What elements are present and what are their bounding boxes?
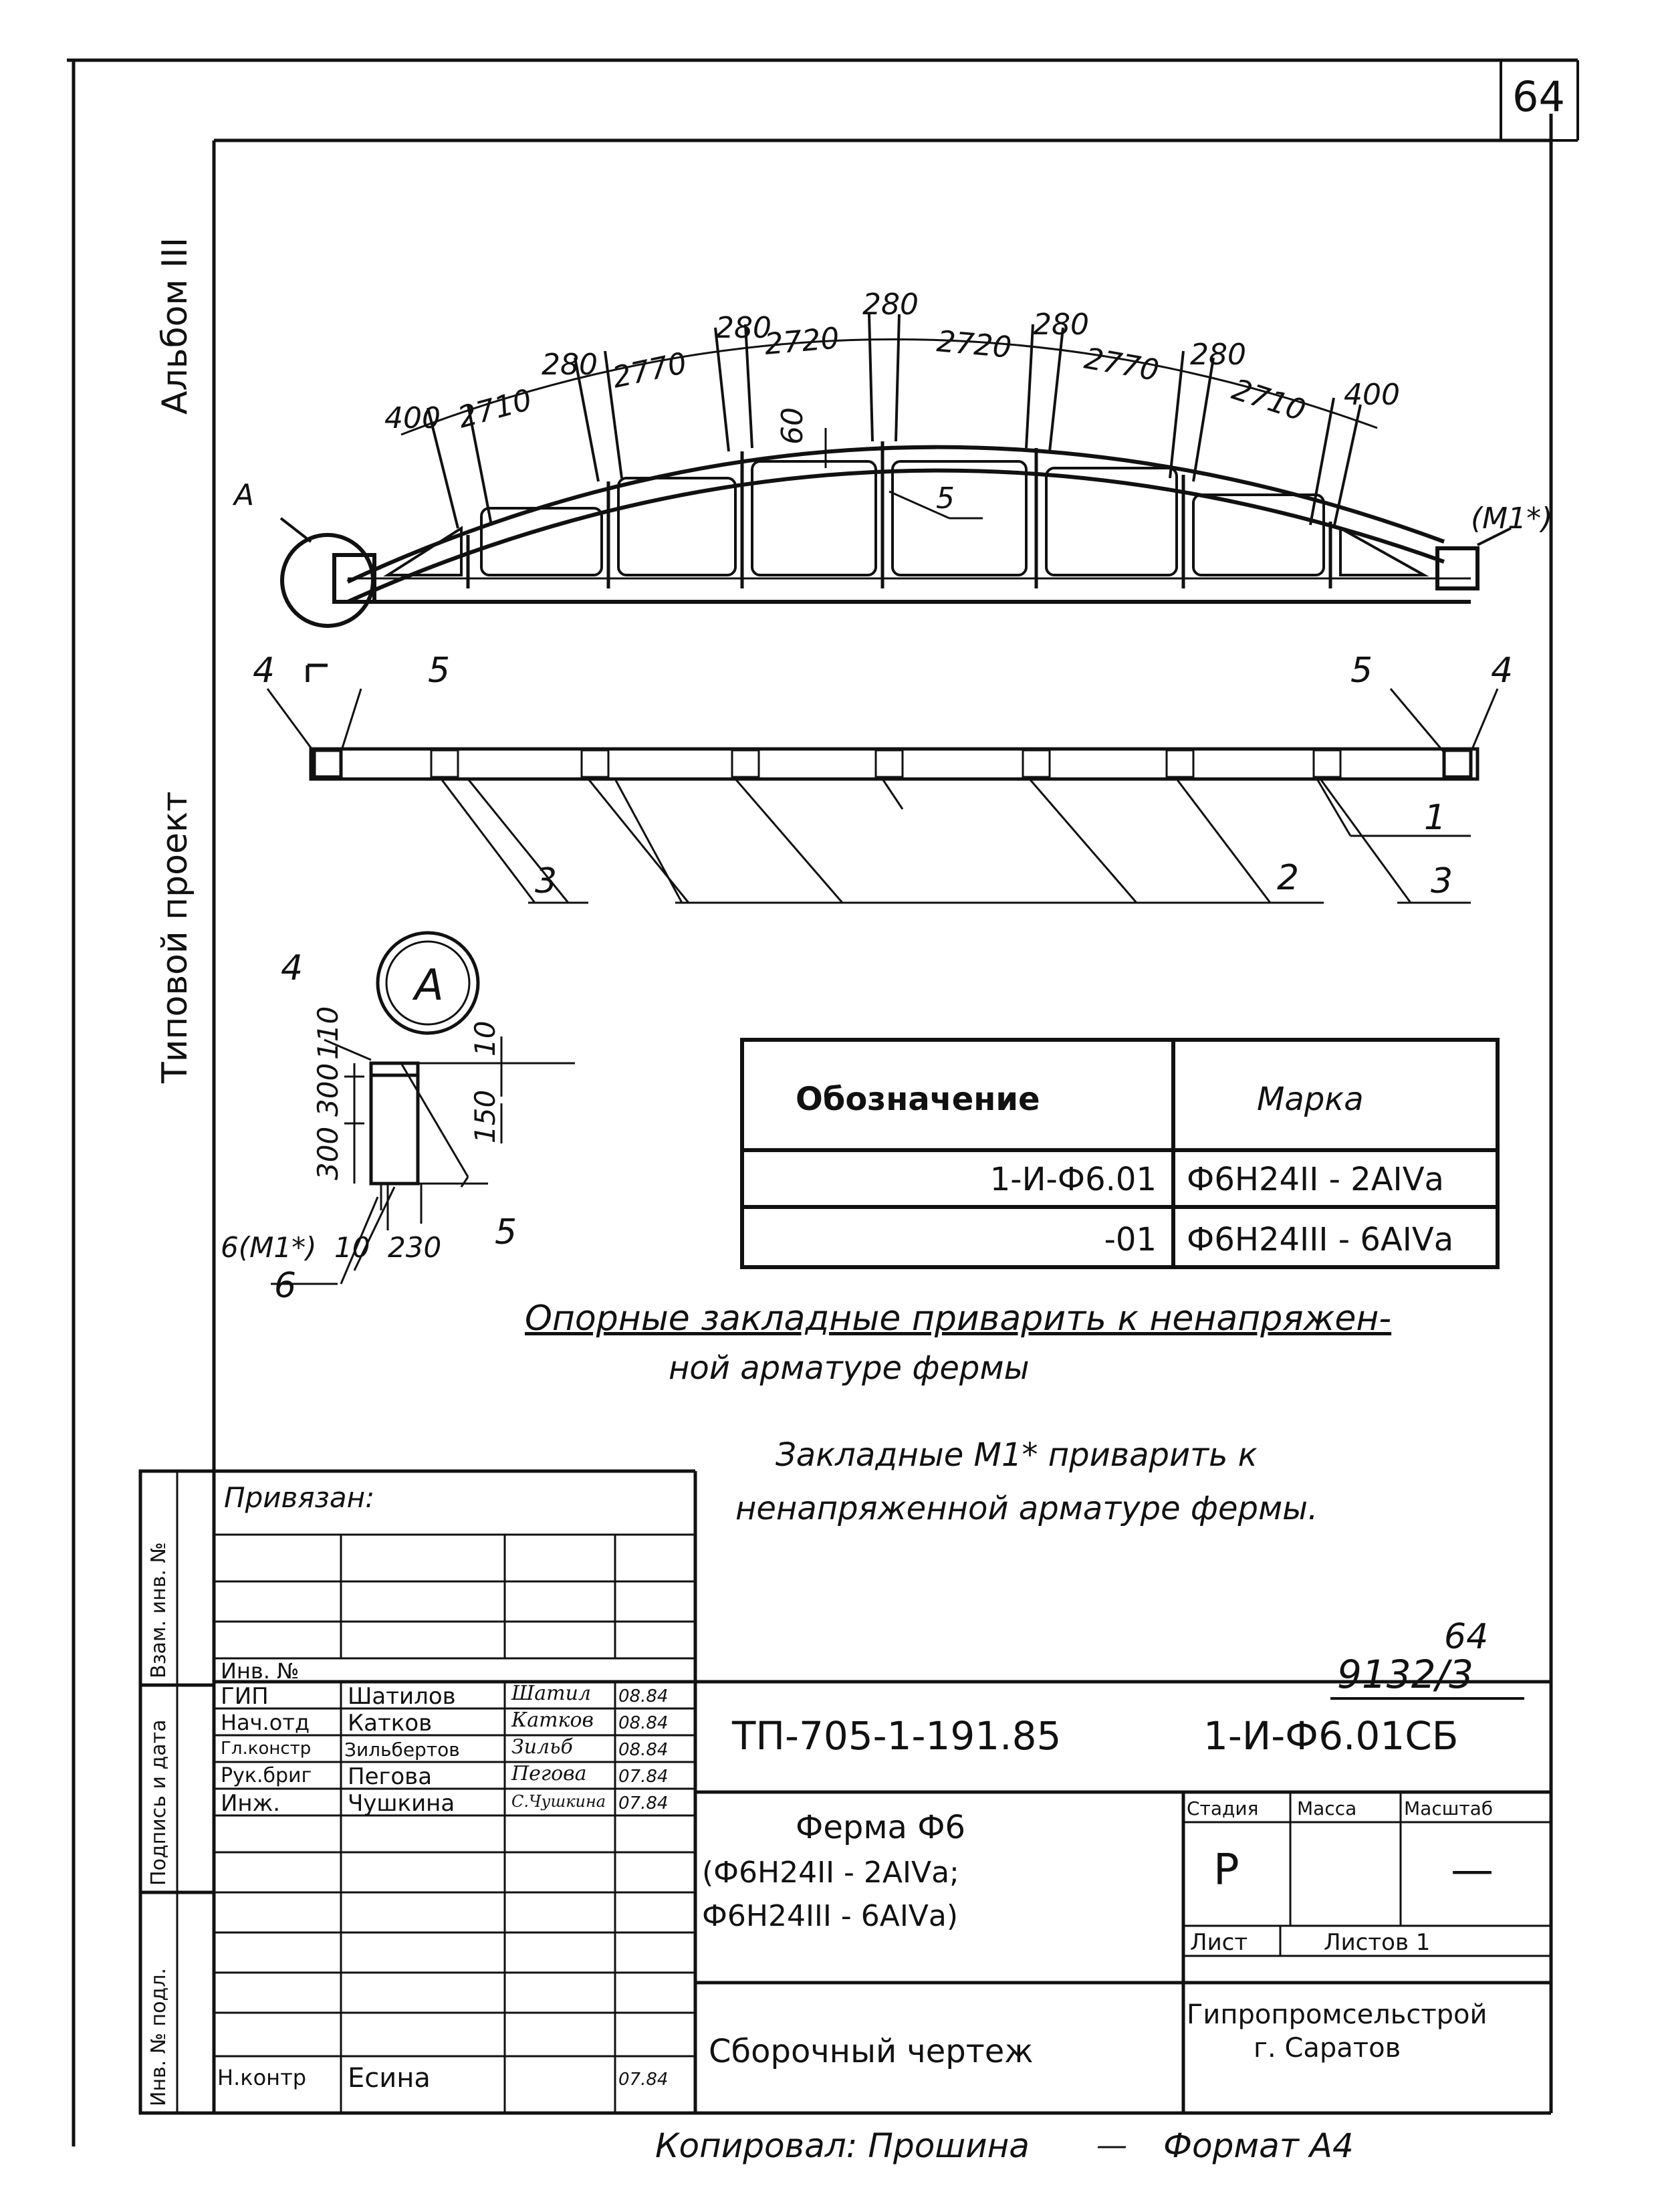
- project-code: ТП-705-1-191.85: [732, 1713, 1062, 1759]
- inv-no-label: Инв. №: [221, 1658, 300, 1684]
- marks-row2-mark: Ф6Н24III - 6АIVа: [1187, 1221, 1453, 1258]
- plan-label-1: 1: [1424, 798, 1446, 838]
- name-norm-control: Есина: [348, 2063, 431, 2094]
- note2-line2: ненапряженной арматуре фермы.: [735, 1490, 1318, 1527]
- role-engineer: Инж.: [221, 1790, 281, 1817]
- callout-m1-label: (M1*): [1471, 502, 1552, 536]
- drawing-type: Сборочный чертеж: [709, 2033, 1034, 2070]
- note2-line1: Закладные М1* приварить к: [776, 1436, 1258, 1474]
- marks-header-mark: Марка: [1257, 1081, 1364, 1118]
- date-head-dept: 08.84: [618, 1713, 669, 1733]
- page-ref-underline: [1330, 1697, 1524, 1700]
- dim-2720-left: 2720: [763, 321, 841, 362]
- detail-dim-300b: 300: [312, 1127, 344, 1180]
- marks-table: Обозначение Марка 1-И-Ф6.01 Ф6Н24II - 2А…: [740, 1038, 1500, 1269]
- truss-elevation: 400 2710 280 2770 280 2720 280 2720 280 …: [232, 288, 1552, 628]
- format-label: Формат А4: [1163, 2126, 1354, 2165]
- page-ref-code: 9132/3: [1337, 1652, 1474, 1697]
- signature-gip: Шатил: [511, 1682, 591, 1705]
- dim-280-2: 280: [715, 311, 772, 345]
- name-head-dept: Катков: [348, 1710, 433, 1737]
- detail-a-title: A: [412, 961, 444, 1010]
- plan-label-4-left: 4: [253, 651, 275, 691]
- detail-label-5: 5: [495, 1212, 517, 1252]
- label-5-top: 5: [936, 481, 955, 516]
- sheet-number: 64: [1512, 72, 1565, 121]
- stage-header: Стадия: [1187, 1797, 1259, 1819]
- note1-line1: Опорные закладные приварить к ненапряжен…: [525, 1299, 1392, 1339]
- name-chief-designer: Зильбертов: [344, 1739, 460, 1761]
- plan-label-2: 2: [1277, 858, 1299, 898]
- name-team-lead: Пегова: [348, 1763, 433, 1790]
- title-line-1: Ферма Ф6: [796, 1809, 966, 1846]
- marks-row1-mark: Ф6Н24II - 2АIVа: [1187, 1161, 1444, 1198]
- copier-signature-mark: —: [1096, 2126, 1127, 2163]
- role-gip: ГИП: [221, 1683, 269, 1710]
- side-stamp-signature-date: Подпись и дата: [147, 1719, 170, 1886]
- scale-header: Масштаб: [1404, 1797, 1494, 1819]
- role-head-dept: Нач.отд: [221, 1710, 310, 1735]
- dim-2720-right: 2720: [935, 324, 1013, 365]
- copied-by: Копировал: Прошина: [655, 2126, 1030, 2165]
- dim-280-1: 280: [542, 348, 598, 382]
- sheets-count: Листов 1: [1324, 1929, 1431, 1956]
- detail-dim-10-bottom: 10: [334, 1231, 370, 1264]
- signature-engineer: С.Чушкина: [511, 1792, 606, 1811]
- date-gip: 08.84: [618, 1686, 669, 1706]
- side-stamp-inv-original: Инв. № подл.: [147, 1968, 170, 2106]
- name-gip: Шатилов: [348, 1683, 456, 1710]
- stage-value: Р: [1213, 1846, 1239, 1895]
- sheet-label: Лист: [1190, 1929, 1248, 1956]
- dim-400-right: 400: [1344, 378, 1400, 412]
- marks-row2-designation: -01: [1104, 1221, 1157, 1258]
- detail-a: A 4 110 300 300 10 150 10 230 5 6(M1*) 6: [221, 931, 575, 1306]
- role-norm-control: Н.контр: [217, 2065, 307, 2090]
- plan-label-5-right: 5: [1350, 651, 1373, 691]
- date-norm-control: 07.84: [618, 2070, 669, 2090]
- side-stamp-replacement: Взам. инв. №: [147, 1542, 170, 1678]
- callout-a-label: A: [232, 478, 254, 512]
- marks-header-designation: Обозначение: [796, 1081, 1040, 1118]
- role-chief-designer: Гл.констр: [221, 1739, 312, 1759]
- plan-label-3-left: 3: [535, 861, 557, 901]
- dim-400-left: 400: [384, 401, 441, 435]
- detail-dim-110: 110: [312, 1006, 344, 1060]
- dim-280-4: 280: [1033, 308, 1089, 342]
- name-engineer: Чушкина: [348, 1790, 455, 1817]
- privyazan-label: Привязан:: [224, 1481, 375, 1514]
- date-team-lead: 07.84: [618, 1767, 669, 1787]
- detail-dim-230: 230: [388, 1231, 441, 1264]
- role-team-lead: Рук.бриг: [221, 1764, 312, 1787]
- title-line-3: Ф6Н24III - 6АIVа): [702, 1899, 959, 1933]
- signature-head-dept: Катков: [511, 1708, 594, 1732]
- title-line-2: (Ф6Н24II - 2АIVа;: [702, 1856, 959, 1890]
- marks-row1-designation: 1-И-Ф6.01: [990, 1161, 1157, 1198]
- detail-dim-150: 150: [469, 1090, 501, 1143]
- dim-280-3: 280: [862, 288, 919, 322]
- detail-dim-10-top: 10: [469, 1021, 501, 1057]
- dim-60: 60: [776, 407, 810, 445]
- page-ref-number: 64: [1444, 1617, 1489, 1657]
- date-chief-designer: 08.84: [618, 1740, 669, 1760]
- detail-label-6m1: 6(M1*): [221, 1231, 316, 1264]
- org-city: г. Саратов: [1254, 2033, 1401, 2064]
- detail-label-6: 6: [274, 1266, 296, 1306]
- detail-dim-300a: 300: [312, 1063, 344, 1117]
- org-name: Гипропромсельстрой: [1187, 1999, 1488, 2030]
- note1-line2: ной арматуре фермы: [669, 1349, 1030, 1387]
- truss-plan: 4 5 5 4 1 2 3 3: [253, 651, 1513, 904]
- scale-value: —: [1451, 1846, 1494, 1895]
- date-engineer: 07.84: [618, 1793, 669, 1813]
- detail-label-4: 4: [281, 948, 303, 988]
- plan-label-5-left: 5: [428, 651, 450, 691]
- plan-label-4-right: 4: [1491, 651, 1513, 691]
- plan-label-3-right: 3: [1431, 861, 1453, 901]
- document-code: 1-И-Ф6.01СБ: [1203, 1713, 1459, 1759]
- mass-header: Масса: [1297, 1797, 1357, 1819]
- signature-team-lead: Пегова: [511, 1762, 587, 1785]
- signature-chief-designer: Зильб: [511, 1735, 573, 1759]
- dim-280-5: 280: [1190, 338, 1246, 372]
